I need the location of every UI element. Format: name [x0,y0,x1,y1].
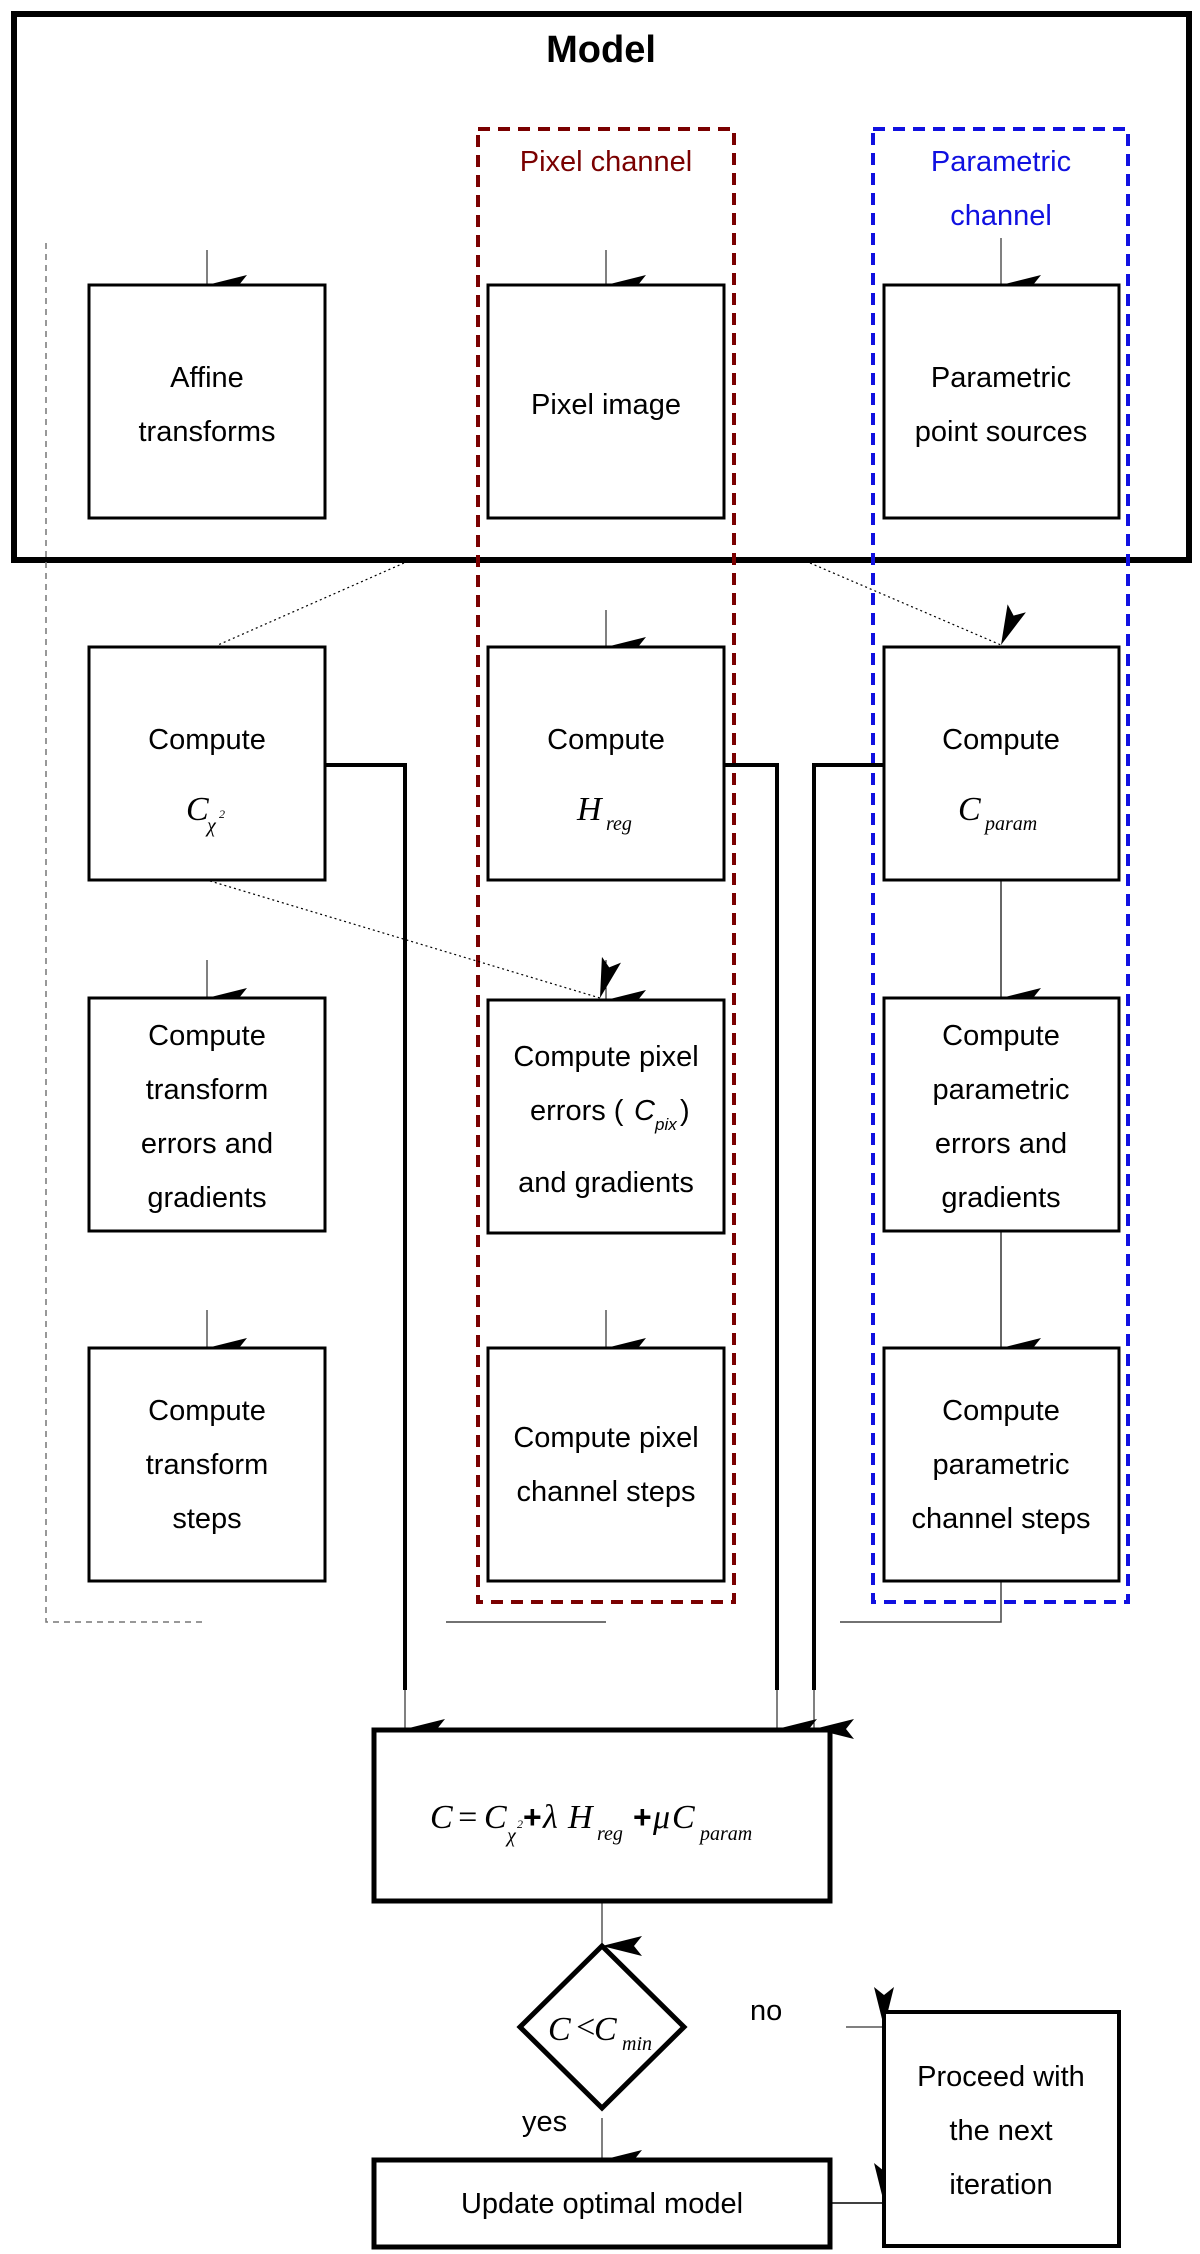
parametric-channel-label-line1: Parametric [931,146,1071,178]
svg-text:param: param [698,1823,752,1845]
yes-label: yes [522,2106,567,2138]
svg-text:Compute: Compute [148,724,266,756]
svg-text:Compute: Compute [148,1395,266,1427]
svg-text:gradients: gradients [147,1182,266,1214]
arrow-model-to-chi [217,562,405,686]
pixel-channel-region [476,127,736,1604]
parametric-channel-region [871,127,1130,1604]
svg-text:transform: transform [146,1449,268,1481]
svg-text:=: = [456,1799,479,1836]
decision-diamond: C < C min [516,1942,688,2112]
svg-text:parametric: parametric [933,1074,1070,1106]
transform-steps-box: Compute transform steps [87,1346,327,1583]
svg-text:H: H [576,791,604,828]
cost-formula-box: C = C χ 2 + λ H reg + μ C param [371,1727,833,1904]
update-optimal-model-box: Update optimal model [371,2157,833,2250]
hreg-to-formula-line [724,763,779,1690]
svg-text:Compute pixel: Compute pixel [513,1422,698,1454]
svg-text:errors and: errors and [141,1128,273,1160]
svg-text:2: 2 [219,807,225,821]
cparam-to-formula-line [812,763,884,1690]
svg-text:Compute: Compute [547,724,665,756]
svg-text:reg: reg [606,813,632,835]
svg-text:C: C [186,791,209,828]
svg-text:C: C [548,2011,571,2048]
param-loop-line [840,1582,1002,1623]
parametric-steps-box: Compute parametric channel steps [882,1346,1121,1583]
svg-text:C: C [484,1799,507,1836]
svg-text:2: 2 [517,1817,523,1831]
svg-text:steps: steps [172,1503,241,1535]
svg-text:Update optimal model: Update optimal model [461,2188,743,2220]
svg-text:pix: pix [654,1115,677,1134]
svg-text:point sources: point sources [915,416,1088,448]
svg-text:+: + [633,1799,652,1835]
svg-text:errors and: errors and [935,1128,1067,1160]
svg-text:+: + [523,1799,542,1835]
arrow-model-to-cparam [809,562,1026,646]
svg-text:errors (: errors ( [530,1095,624,1127]
compute-chi-box: Compute C χ 2 [87,645,327,882]
svg-text:Compute: Compute [942,1395,1060,1427]
svg-text:χ: χ [205,815,217,837]
svg-text:C: C [672,1799,695,1836]
pixel-steps-box: Compute pixel channel steps [486,1346,726,1583]
svg-text:gradients: gradients [941,1182,1060,1214]
svg-text:λ: λ [542,1799,558,1836]
svg-text:Proceed with: Proceed with [917,2061,1085,2093]
parametric-errors-box: Compute parametric errors and gradients [882,996,1121,1233]
model-title: Model [546,29,656,71]
svg-text:H: H [567,1799,595,1836]
svg-text:C: C [958,791,981,828]
svg-text:transform: transform [146,1074,268,1106]
svg-text:χ: χ [505,1825,517,1847]
svg-text:Compute: Compute [942,724,1060,756]
svg-text:Parametric: Parametric [931,362,1071,394]
transform-errors-box: Compute transform errors and gradients [87,996,327,1233]
parametric-channel-label-line2: channel [950,200,1052,232]
svg-text:C: C [430,1799,453,1836]
svg-text:channel steps: channel steps [517,1476,696,1508]
svg-text:channel steps: channel steps [912,1503,1091,1535]
svg-text:transforms: transforms [139,416,276,448]
parametric-point-sources-box: Parametric point sources [882,283,1121,520]
svg-text:Pixel image: Pixel image [531,389,681,421]
transform-loop-line [45,243,205,1623]
no-label: no [750,1995,782,2027]
compute-cparam-box: Compute C param [882,645,1121,882]
svg-text:reg: reg [597,1823,623,1845]
chi-to-formula-line [325,763,407,1690]
svg-text:Compute: Compute [148,1020,266,1052]
pixel-image-box: Pixel image [486,283,726,520]
svg-text:): ) [680,1095,690,1127]
svg-text:iteration: iteration [949,2169,1052,2201]
svg-text:parametric: parametric [933,1449,1070,1481]
svg-text:param: param [983,813,1037,835]
svg-text:Compute: Compute [942,1020,1060,1052]
svg-text:C: C [594,2011,617,2048]
model-container [11,11,1192,563]
svg-text:min: min [622,2033,652,2055]
svg-text:the next: the next [949,2115,1052,2147]
pixel-channel-label: Pixel channel [520,146,693,178]
affine-transforms-box: Affine transforms [87,283,327,520]
compute-hreg-box: Compute H reg [486,645,726,882]
svg-text:μ: μ [652,1799,670,1836]
svg-text:C: C [634,1095,656,1127]
svg-text:Affine: Affine [170,362,244,394]
pixel-errors-box: Compute pixel errors ( C pix ) and gradi… [486,998,726,1235]
proceed-next-iteration-box: Proceed with the next iteration [882,2010,1121,2248]
svg-text:<: < [574,2009,597,2046]
svg-text:Compute pixel: Compute pixel [513,1041,698,1073]
svg-text:and gradients: and gradients [518,1167,694,1199]
